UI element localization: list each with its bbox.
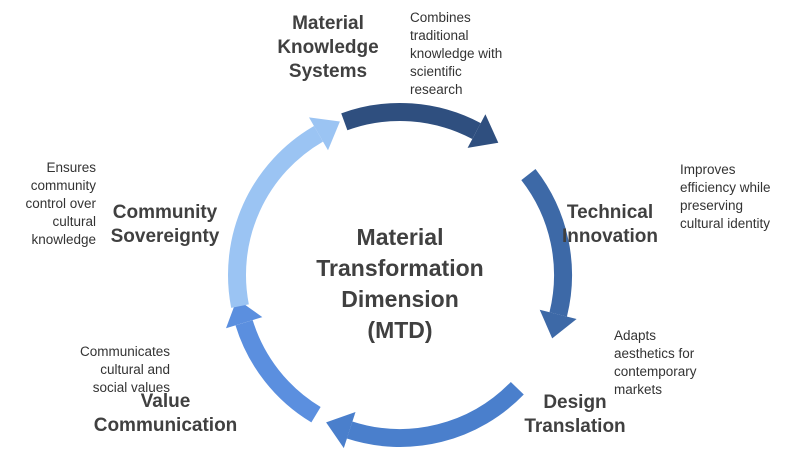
stage-title-design-translation: Design Translation — [505, 391, 645, 439]
stage-description-line: Combines — [410, 10, 471, 25]
stage-title-line: Innovation — [561, 226, 659, 247]
stage-title-line: Systems — [288, 61, 368, 82]
arrow-shaft-value-communication — [235, 319, 321, 423]
stage-description-line: community — [30, 178, 96, 193]
arrow-head-technical-innovation — [539, 309, 577, 339]
stage-description-line: knowledge — [31, 232, 96, 247]
stage-title-community-sovereignty: Community Sovereignty — [95, 201, 235, 249]
stage-description-line: contemporary — [614, 364, 697, 379]
center-title-line: (MTD) — [367, 317, 433, 343]
stage-title-line: Community — [112, 202, 218, 223]
arrow-head-community-sovereignty — [309, 117, 340, 151]
stage-description-community-sovereignty: Ensures community control over cultural … — [2, 159, 96, 249]
stage-description-line: Communicates — [79, 344, 170, 359]
stage-description-line: control over — [25, 196, 96, 211]
arrow-head-material-knowledge-systems — [467, 114, 499, 148]
stage-description-line: Ensures — [46, 160, 96, 175]
stage-title-value-communication: Value Communication — [78, 390, 253, 438]
stage-title-line: Technical — [566, 202, 654, 223]
center-title-line: Dimension — [341, 286, 459, 312]
stage-description-line: cultural identity — [680, 216, 771, 231]
stage-description-line: Adapts — [614, 328, 657, 343]
arrow-shaft-material-knowledge-systems — [341, 103, 481, 140]
stage-description-value-communication: Communicates cultural and social values — [40, 343, 170, 397]
stage-title-technical-innovation: Technical Innovation — [540, 201, 680, 249]
stage-title-line: Knowledge — [277, 37, 379, 58]
stage-title-line: Design — [543, 392, 607, 413]
stage-description-technical-innovation: Improves efficiency while preserving cul… — [680, 161, 798, 233]
center-title-line: Material — [356, 224, 444, 250]
stage-description-line: Improves — [680, 162, 736, 177]
stage-title-line: Communication — [93, 415, 238, 436]
stage-description-line: efficiency while — [680, 180, 771, 195]
center-title-line: Transformation — [316, 255, 484, 281]
arrow-shaft-technical-innovation — [521, 169, 573, 317]
stage-description-line: aesthetics for — [614, 346, 695, 361]
stage-description-line: knowledge with — [410, 46, 503, 61]
center-title: Material Transformation Dimension (MTD) — [300, 222, 500, 346]
arrow-shaft-community-sovereignty — [228, 126, 324, 308]
stage-description-line: social values — [92, 380, 170, 395]
stage-description-line: preserving — [680, 198, 744, 213]
arrow-head-design-translation — [326, 412, 356, 449]
stage-description-line: cultural and — [100, 362, 170, 377]
arrow-shaft-design-translation — [346, 381, 524, 447]
stage-description-line: cultural — [52, 214, 96, 229]
stage-description-line: markets — [614, 382, 663, 397]
stage-title-line: Material — [292, 13, 364, 34]
stage-title-line: Translation — [524, 416, 626, 437]
stage-description-line: scientific — [410, 64, 462, 79]
stage-title-line: Sovereignty — [110, 226, 220, 247]
stage-description-design-translation: Adapts aesthetics for contemporary marke… — [614, 327, 744, 399]
stage-description-line: traditional — [410, 28, 469, 43]
stage-title-line: Value — [140, 391, 191, 412]
stage-description-line: research — [410, 82, 463, 97]
stage-description-material-knowledge-systems: Combines traditional knowledge with scie… — [410, 9, 550, 99]
stage-title-material-knowledge-systems: Material Knowledge Systems — [258, 12, 398, 84]
